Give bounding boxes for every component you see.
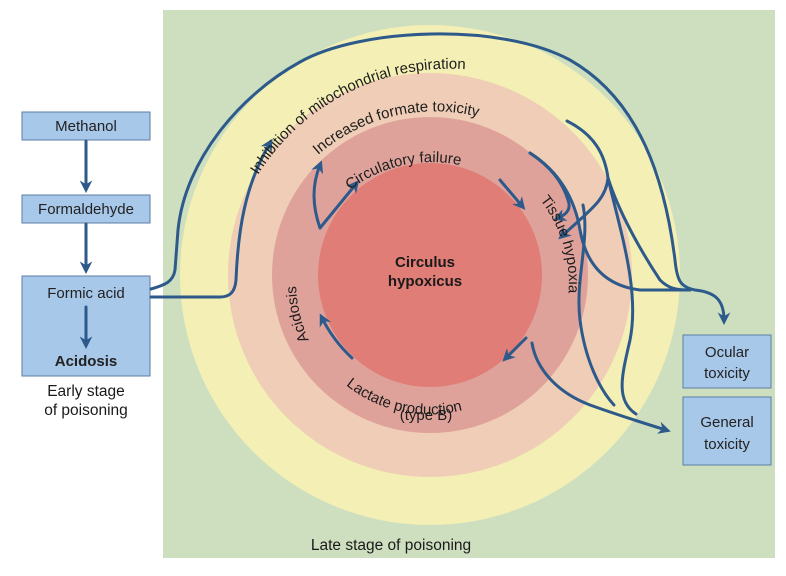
- late-stage-caption: Late stage of poisoning: [311, 537, 471, 554]
- early-stage-caption-line1: Early stage: [47, 383, 125, 400]
- formaldehyde-label: Formaldehyde: [38, 201, 134, 218]
- center-label-line2: hypoxicus: [388, 273, 462, 290]
- early-acidosis-label: Acidosis: [55, 353, 118, 370]
- formic-acid-box: Formic acid Acidosis: [21, 275, 151, 377]
- ocular-line1: Ocular: [705, 344, 749, 361]
- general-line2: toxicity: [704, 436, 750, 453]
- core-circulus-hypoxicus: [318, 163, 542, 387]
- flow-inhibition-to-general: [606, 176, 638, 416]
- ocular-toxicity-box: Ocular toxicity: [682, 334, 772, 389]
- arrow-formic-acid-outer-arc: [149, 32, 731, 326]
- arrow-formic-acid-to-inhibition: [149, 138, 273, 299]
- formic-acid-label: Formic acid: [47, 285, 125, 302]
- center-label-line1: Circulus: [395, 254, 455, 271]
- methanol-label: Methanol: [55, 118, 117, 135]
- early-stage-caption-line2: of poisoning: [44, 402, 128, 419]
- arrow-tissue-hypoxia-to-general-toxicity: [530, 341, 671, 434]
- ocular-line2: toxicity: [704, 365, 750, 382]
- general-toxicity-box: General toxicity: [682, 396, 772, 466]
- general-line1: General: [700, 414, 753, 431]
- formaldehyde-box: Formaldehyde: [21, 194, 151, 224]
- methanol-box: Methanol: [21, 111, 151, 141]
- flow-formate-to-ocular: [528, 151, 692, 292]
- arrow-circulatory-to-tissue-hypoxia: [498, 178, 526, 210]
- flow-inhibition-to-ocular: [606, 176, 692, 292]
- arrow-acidosis-to-circulatory: [318, 180, 360, 230]
- arrow-tissue-to-lactate: [502, 336, 528, 362]
- flow-formate-to-general: [577, 203, 616, 407]
- arrow-lactate-to-acidosis: [319, 313, 354, 360]
- arrow-acidosis-to-formate: [311, 160, 324, 230]
- lactate-type-label: (type B): [400, 407, 453, 424]
